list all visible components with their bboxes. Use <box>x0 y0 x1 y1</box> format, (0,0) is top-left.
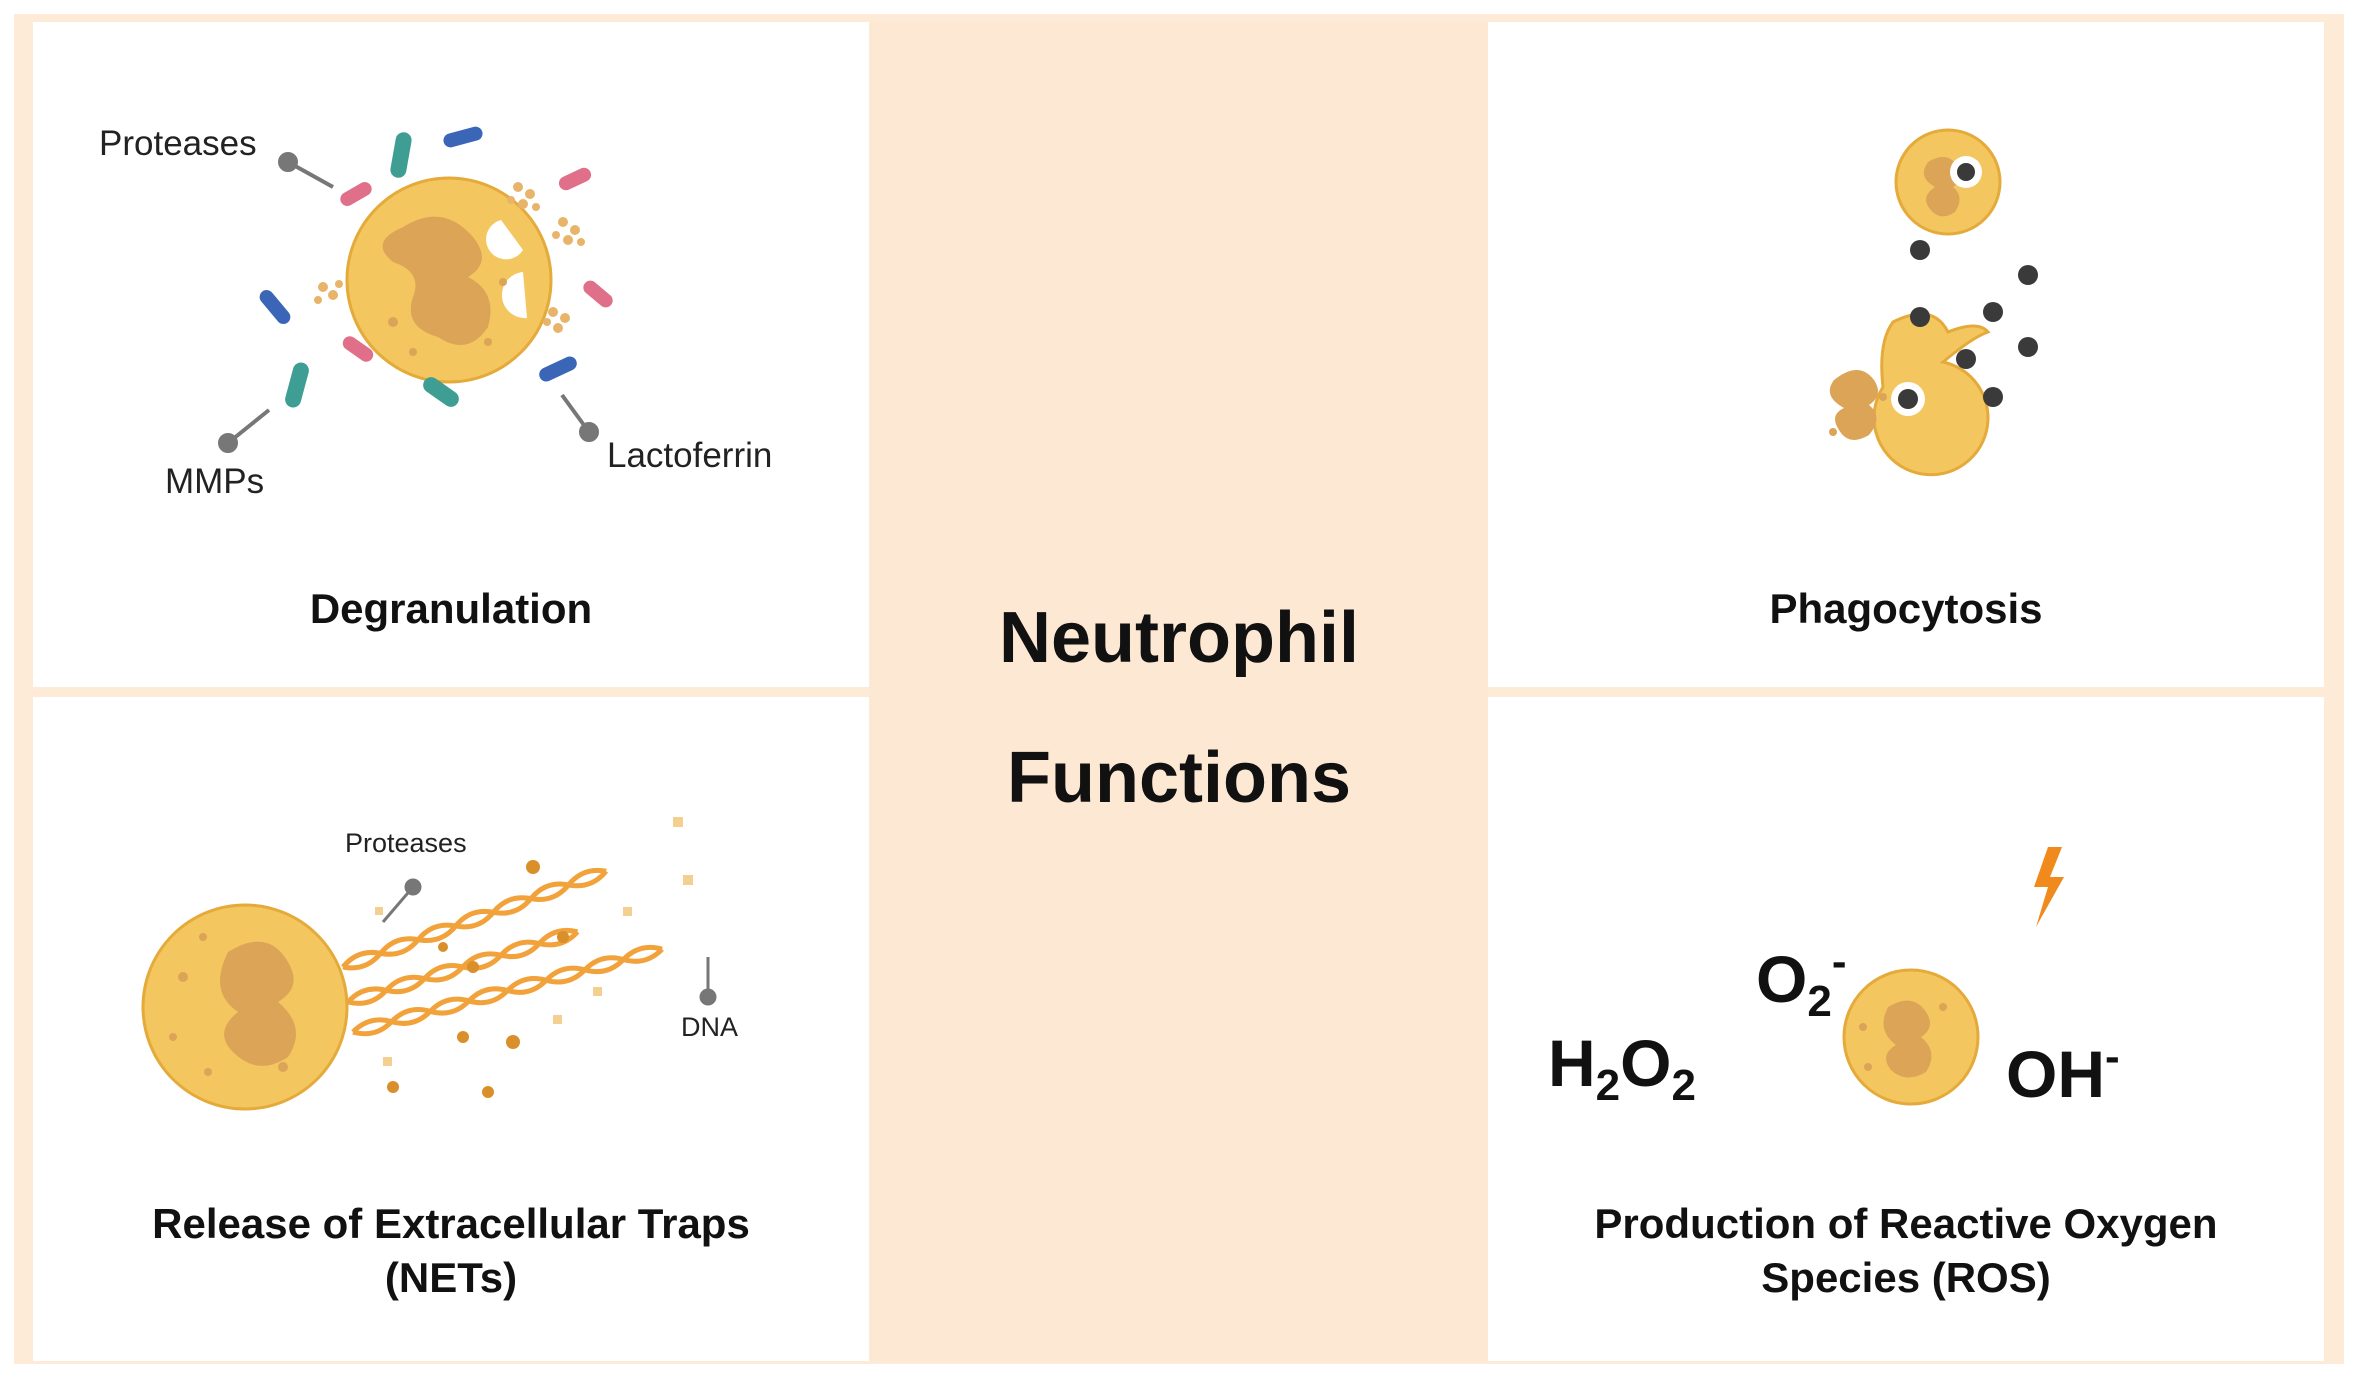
nets-caption-line1: Release of Extracellular Traps <box>152 1200 750 1247</box>
degranulation-panel: Proteases MMPs Lactoferrin Degranulation <box>33 22 869 687</box>
nets-illustration <box>141 817 717 1111</box>
neutrophil-cell-icon <box>1894 128 2002 236</box>
mmp-icon <box>285 132 459 408</box>
pointer-mmps <box>218 408 271 453</box>
pointer-proteases <box>278 152 334 189</box>
pointer-dna <box>699 957 717 1006</box>
nets-panel: Proteases DNA Release of Extracellular T… <box>33 697 869 1361</box>
ros-illustration <box>1842 847 2064 1106</box>
neutrophil-cell-icon <box>1829 312 1991 477</box>
neutrophil-cell-icon <box>345 176 553 384</box>
neutrophil-cell-icon <box>141 903 349 1111</box>
protease-icon <box>340 167 613 362</box>
particle-icon <box>1910 240 2038 407</box>
label-proteases: Proteases <box>345 828 467 858</box>
dna-strand-icon <box>341 867 664 1037</box>
label-mmps: MMPs <box>165 462 265 501</box>
center-band: Neutrophil Functions <box>870 22 1488 1361</box>
ros-caption-line2: Species (ROS) <box>1761 1254 2051 1301</box>
pointer-proteases <box>381 878 422 923</box>
ros-caption-line1: Production of Reactive Oxygen <box>1594 1200 2218 1247</box>
granule-icon <box>314 182 585 333</box>
lactoferrin-icon <box>259 126 577 382</box>
phagocytosis-caption: Phagocytosis <box>1769 585 2043 632</box>
center-title-line1: Neutrophil <box>999 598 1359 678</box>
degranulation-caption: Degranulation <box>309 585 593 632</box>
phagocytosis-panel: Phagocytosis <box>1488 22 2324 687</box>
label-lactoferrin: Lactoferrin <box>607 436 773 475</box>
neutrophil-cell-icon <box>1842 968 1980 1106</box>
pointer-lactoferrin <box>560 393 599 442</box>
label-proteases: Proteases <box>99 124 257 163</box>
granule-icon <box>387 860 569 1098</box>
degranulation-illustration <box>218 126 613 453</box>
granule-icon <box>375 817 693 1066</box>
phagocytosis-illustration <box>1829 128 2038 477</box>
nets-caption-line2: (NETs) <box>384 1254 518 1301</box>
center-title-line2: Functions <box>1007 738 1351 818</box>
label-dna: DNA <box>681 1012 739 1042</box>
ros-panel: O2- H2O2 OH- Production of Reactive Oxyg… <box>1488 697 2324 1361</box>
lightning-icon <box>2034 847 2064 927</box>
hydroxyl-label: OH- <box>2006 1032 2120 1111</box>
h2o2-label: H2O2 <box>1548 1026 1696 1110</box>
ros-caption: Production of Reactive Oxygen Species (R… <box>1488 1197 2324 1305</box>
o2-radical-label: O2- <box>1756 937 1847 1026</box>
nets-caption: Release of Extracellular Traps (NETs) <box>33 1197 869 1305</box>
